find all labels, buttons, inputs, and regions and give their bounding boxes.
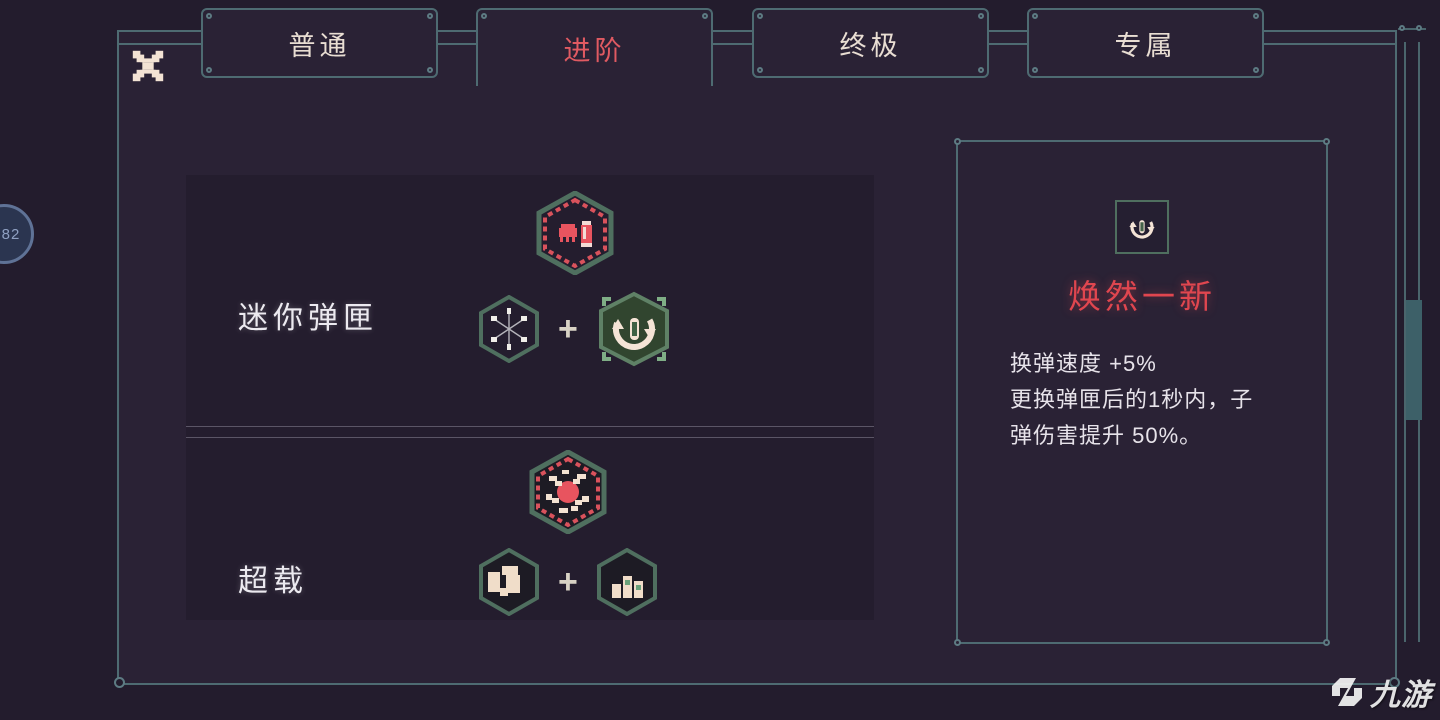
detail-description: 换弹速度 +5% 更换弹匣后的1秒内，子 弹伤害提升 50%。	[1010, 346, 1290, 454]
combo-plus-sign: +	[558, 563, 578, 601]
list-item-mini-magazine[interactable]: 迷你弹匣	[186, 175, 874, 427]
detail-desc-line: 弹伤害提升 50%。	[1010, 423, 1203, 448]
combo-row: +	[478, 548, 658, 616]
tab-connector	[713, 43, 753, 45]
tab-rivet-icon	[757, 67, 763, 73]
tab-rivet-icon	[702, 13, 708, 19]
charge-icon[interactable]	[596, 548, 658, 616]
close-x-icon	[132, 50, 164, 82]
list-item-label: 超载	[238, 565, 308, 598]
detail-desc-line: 更换弹匣后的1秒内，子	[1010, 387, 1254, 412]
tab-connector	[117, 43, 203, 45]
combo-plus-sign: +	[558, 310, 578, 348]
tab-label: 终极	[839, 30, 902, 61]
tab-rivet-icon	[427, 13, 433, 19]
tab-rivet-icon	[1032, 67, 1038, 73]
tab-jinjie[interactable]: 进阶	[476, 8, 713, 86]
scrollbar-rivet-icon	[1416, 25, 1422, 31]
tab-putong[interactable]: 普通	[201, 8, 438, 78]
watermark: 九游	[1326, 670, 1432, 714]
panel-rivet-icon	[1323, 639, 1330, 646]
list-item-icons: +	[478, 191, 672, 367]
scrollbar-rivet-icon	[1399, 25, 1405, 31]
tab-connector	[1263, 43, 1397, 45]
combo-row: +	[478, 291, 672, 367]
list-item-overload[interactable]: 超载	[186, 438, 874, 620]
jiuyou-logo-icon	[1332, 678, 1362, 706]
scrollbar-cap	[1398, 28, 1426, 30]
panel-rivet-icon	[954, 138, 961, 145]
burst-icon[interactable]	[478, 548, 540, 616]
detail-icon-frame	[1115, 200, 1169, 254]
tab-rivet-icon	[757, 13, 763, 19]
list-item-icons: +	[478, 450, 658, 616]
upgrade-list-panel[interactable]: 迷你弹匣	[186, 175, 874, 620]
tab-connector	[988, 43, 1028, 45]
tab-rivet-icon	[1253, 67, 1259, 73]
reload-speed-icon	[1129, 215, 1155, 239]
tab-label: 专属	[1114, 30, 1177, 61]
tab-connector	[437, 43, 477, 45]
spread-shot-icon[interactable]	[478, 295, 540, 363]
vertical-scrollbar[interactable]	[1404, 42, 1422, 642]
panel-rivet-icon	[954, 639, 961, 646]
tab-rivet-icon	[206, 13, 212, 19]
overload-icon	[529, 450, 607, 534]
tab-rivet-icon	[978, 67, 984, 73]
tab-rivet-icon	[1032, 13, 1038, 19]
tab-label: 普通	[288, 30, 351, 61]
edge-dial-label: 82	[1, 225, 21, 243]
tab-zhuanshu[interactable]: 专属	[1027, 8, 1264, 78]
reload-speed-icon[interactable]	[596, 291, 672, 367]
watermark-text: 九游	[1370, 679, 1432, 712]
detail-desc-line: 换弹速度 +5%	[1010, 351, 1157, 376]
list-divider	[186, 426, 874, 427]
panel-rivet-icon	[1323, 138, 1330, 145]
tab-zhongji[interactable]: 终极	[752, 8, 989, 78]
tab-bar: 普通 进阶 终极 专属	[0, 0, 1440, 86]
list-divider	[186, 437, 874, 438]
tab-label: 进阶	[563, 35, 626, 66]
close-button[interactable]	[126, 44, 170, 88]
mini-magazine-icon	[536, 191, 614, 275]
edge-dial-widget[interactable]: 82	[0, 204, 34, 264]
detail-panel: 焕然一新 换弹速度 +5% 更换弹匣后的1秒内，子 弹伤害提升 50%。	[954, 138, 1330, 646]
tab-rivet-icon	[481, 13, 487, 19]
tab-rivet-icon	[206, 67, 212, 73]
tab-rivet-icon	[427, 67, 433, 73]
list-item-label: 迷你弹匣	[238, 302, 378, 335]
scrollbar-thumb[interactable]	[1406, 300, 1422, 420]
tab-rivet-icon	[978, 13, 984, 19]
detail-title: 焕然一新	[1068, 278, 1216, 315]
tab-rivet-icon	[1253, 13, 1259, 19]
